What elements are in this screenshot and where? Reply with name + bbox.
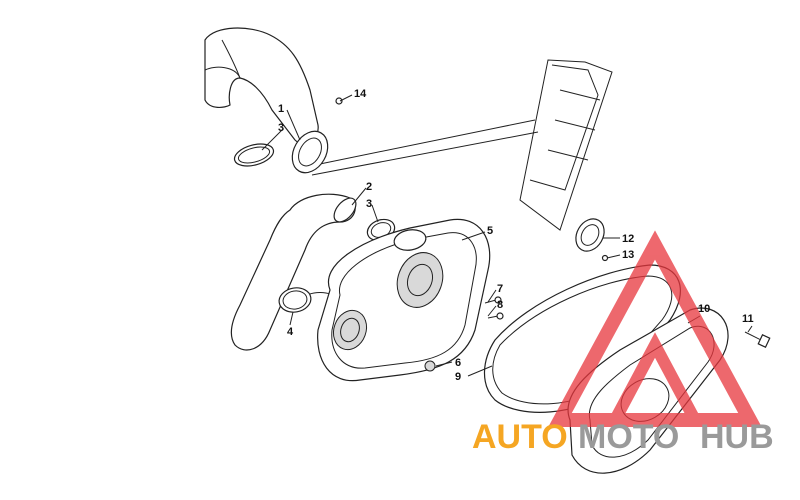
callout-13: 13 bbox=[622, 249, 634, 261]
callout-1: 1 bbox=[278, 103, 284, 115]
callout-3-upper: 3 bbox=[278, 122, 284, 134]
callout-2: 2 bbox=[366, 181, 372, 193]
inner-cover bbox=[317, 218, 491, 382]
clamp-4 bbox=[278, 287, 312, 313]
watermark-logo bbox=[548, 230, 762, 427]
screw-13 bbox=[601, 254, 609, 262]
callout-12: 12 bbox=[622, 233, 634, 245]
callout-14: 14 bbox=[354, 88, 367, 100]
callout-5: 5 bbox=[487, 225, 493, 237]
callout-10: 10 bbox=[698, 303, 710, 315]
intake-duct-upper bbox=[204, 27, 329, 174]
screws-7-8 bbox=[484, 296, 504, 320]
callout-3-lower: 3 bbox=[366, 198, 372, 210]
callout-4: 4 bbox=[287, 326, 294, 338]
watermark-text: AUTO MOTO HUB bbox=[472, 418, 774, 456]
screw-14 bbox=[335, 97, 343, 105]
screw-11 bbox=[744, 331, 771, 349]
callout-9: 9 bbox=[455, 371, 461, 383]
clamp-upper bbox=[233, 143, 275, 167]
plug-6 bbox=[424, 360, 436, 372]
callout-6: 6 bbox=[455, 357, 461, 369]
seal-12 bbox=[575, 218, 605, 252]
callout-7: 7 bbox=[497, 283, 503, 295]
callout-labels: 1 3 14 2 3 5 4 7 8 6 9 12 13 10 11 bbox=[278, 88, 754, 383]
callout-11: 11 bbox=[742, 313, 754, 325]
leader-lines bbox=[261, 94, 753, 377]
watermark-moto: MOTO bbox=[578, 418, 679, 456]
frame-rail bbox=[311, 59, 613, 231]
callout-8: 8 bbox=[497, 299, 503, 311]
watermark-hub: HUB bbox=[700, 418, 774, 456]
watermark-auto: AUTO bbox=[472, 418, 568, 456]
